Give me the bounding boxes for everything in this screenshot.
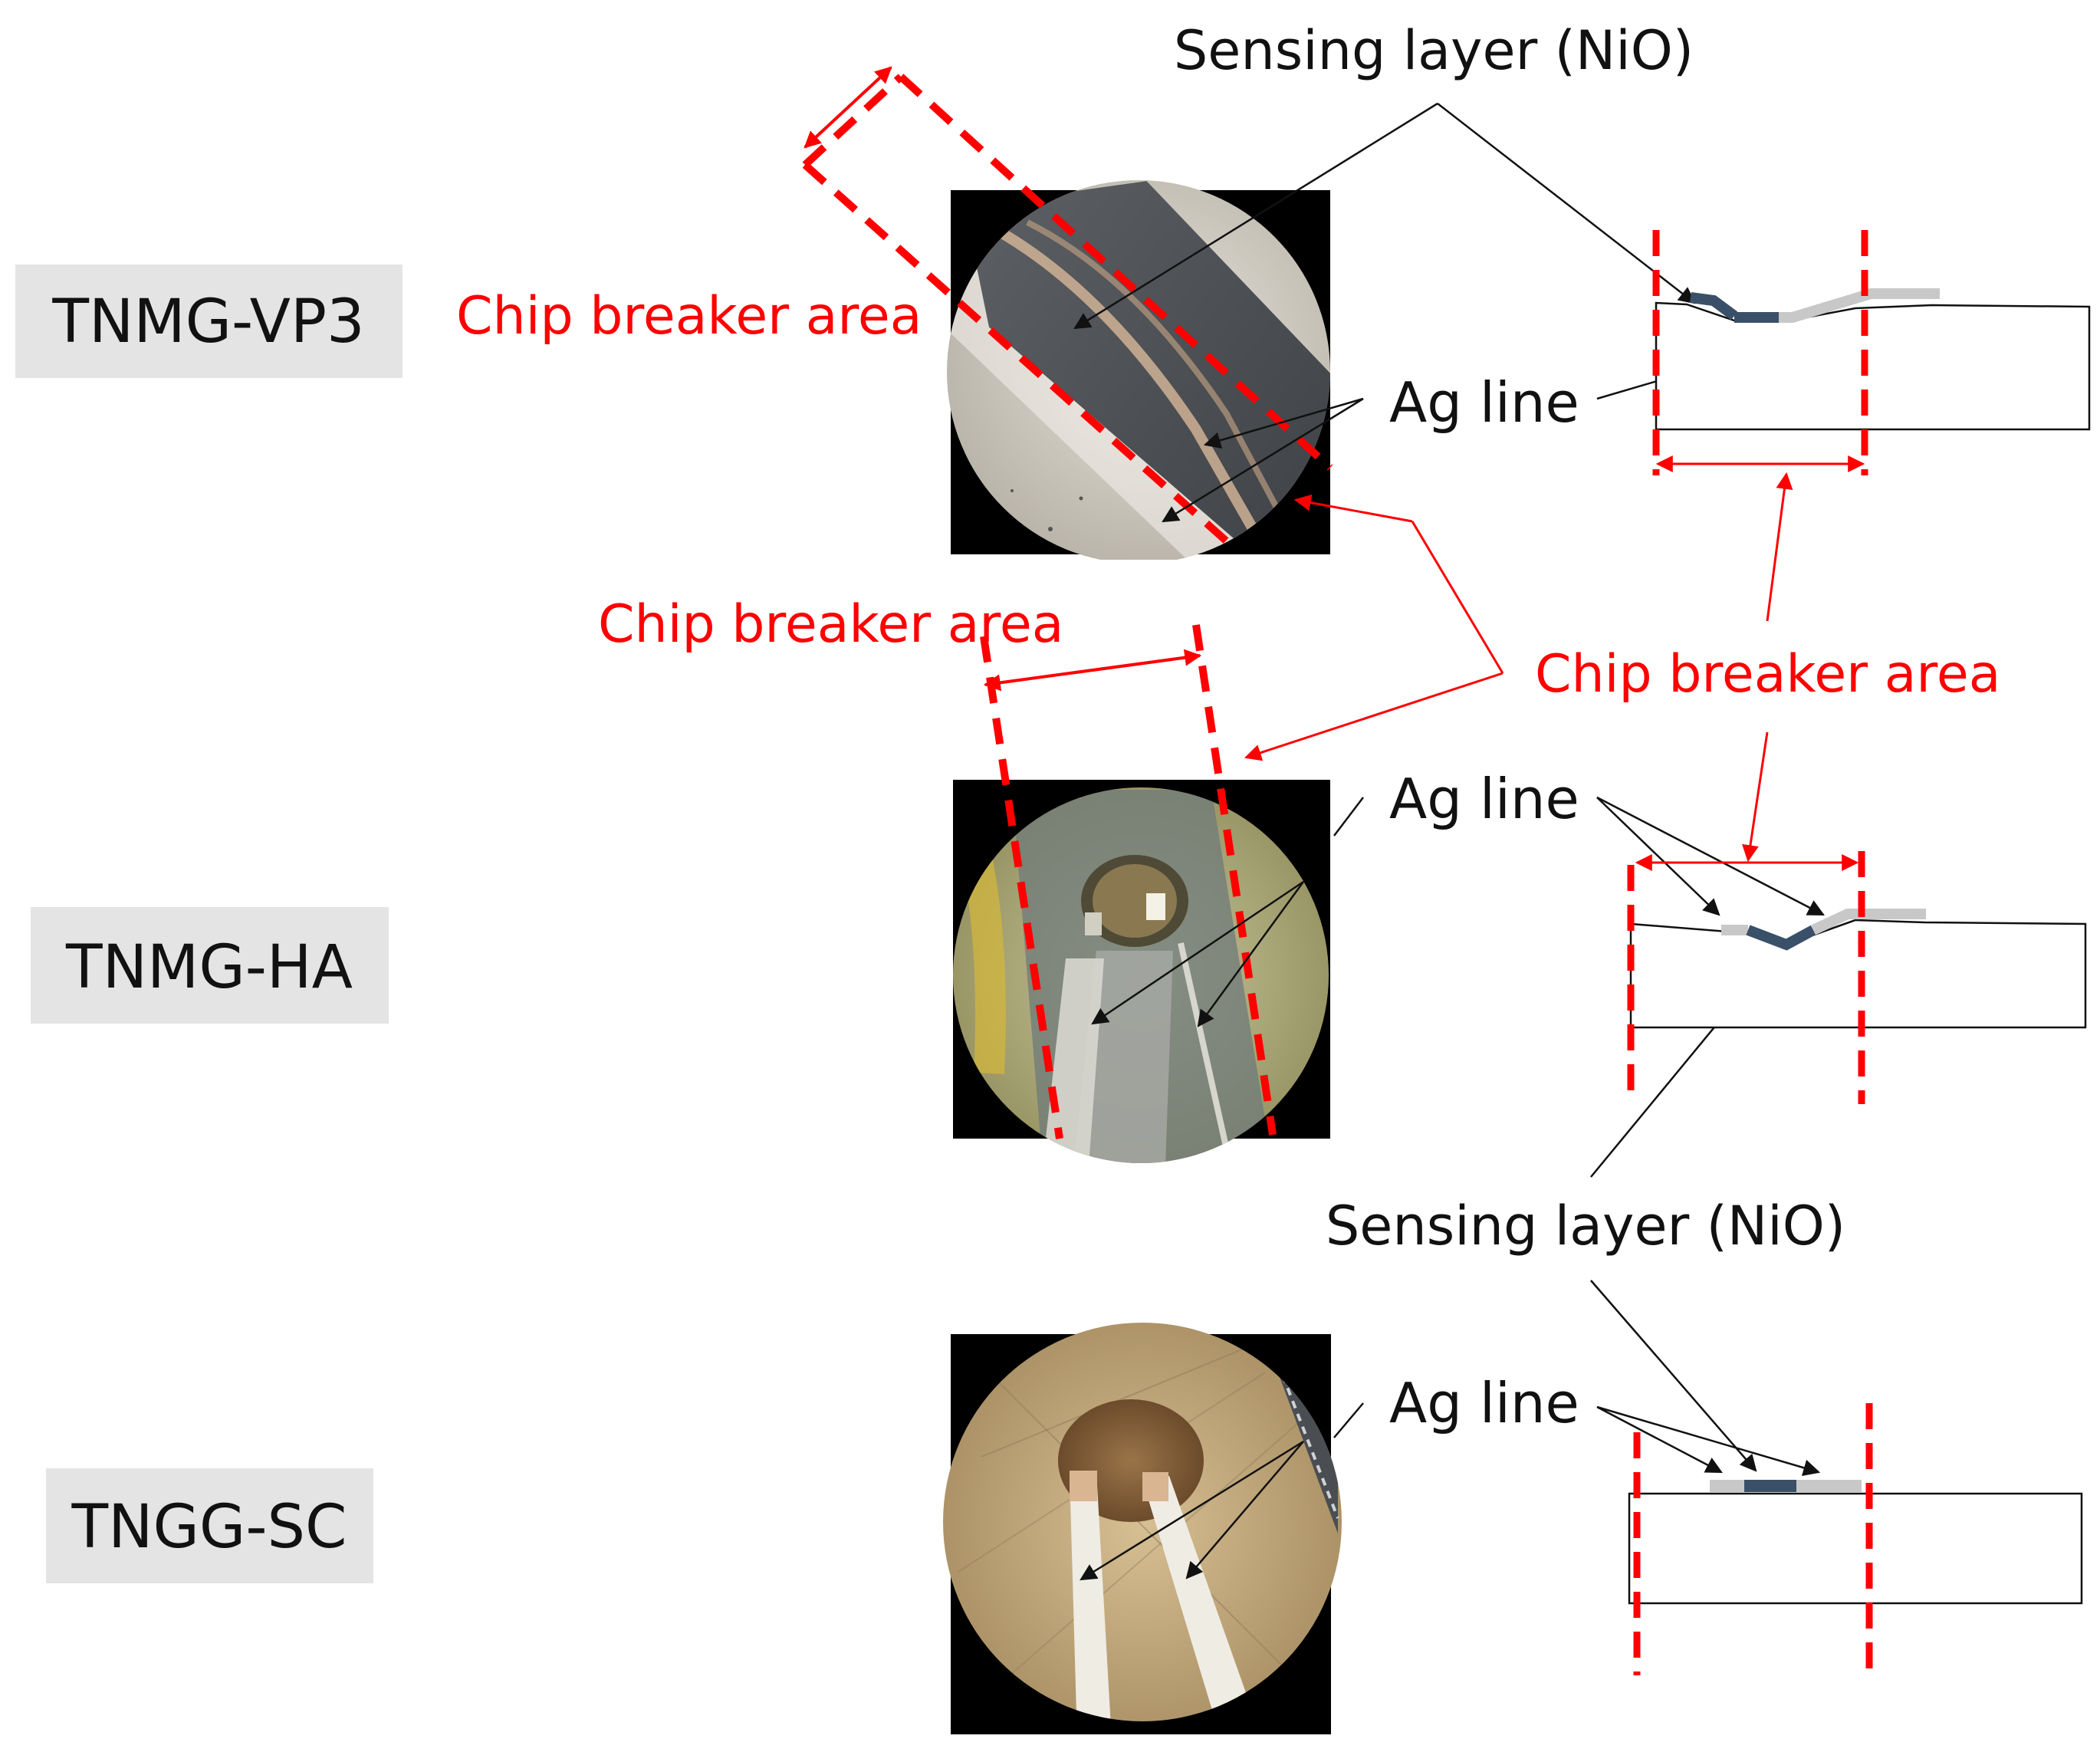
- chip-breaker-width-arrow-vp3: [804, 66, 892, 149]
- sensing-layer-pointer-bottom-sc: [1590, 1280, 1757, 1472]
- chip-breaker-width-arrow-ha: [983, 649, 1202, 692]
- micrograph-tnmg-ha: [953, 780, 1330, 1163]
- cross-section-tnmg-ha: [1627, 851, 2087, 1104]
- chip-breaker-pointers: [1244, 472, 1793, 863]
- ag-line-pointers-3: [1080, 1402, 1821, 1581]
- tool-name-tnmg-vp3: TNMG-VP3: [51, 288, 364, 357]
- tool-label-tngg-sc: TNGG-SC: [46, 1468, 373, 1583]
- micrograph-tnmg-vp3: [947, 180, 1330, 564]
- ag-line-label-3: Ag line: [1389, 1371, 1579, 1435]
- cross-section-tngg-sc: [1628, 1403, 2083, 1675]
- tool-label-tnmg-vp3: TNMG-VP3: [15, 265, 403, 378]
- ag-line-label-2: Ag line: [1389, 767, 1579, 831]
- ag-line-label-1: Ag line: [1389, 370, 1579, 435]
- sensing-layer-pointers-top: [1073, 102, 1696, 330]
- chip-breaker-label-vp3: Chip breaker area: [456, 286, 922, 347]
- tool-name-tngg-sc: TNGG-SC: [71, 1493, 347, 1562]
- tool-name-tnmg-ha: TNMG-HA: [65, 933, 353, 1002]
- chip-breaker-label-ha: Chip breaker area: [598, 594, 1063, 655]
- sensing-layer-label-bottom: Sensing layer (NiO): [1326, 1195, 1845, 1257]
- chip-breaker-label-right: Chip breaker area: [1535, 644, 2000, 705]
- micrograph-tngg-sc: [943, 1323, 1342, 1734]
- tool-label-tnmg-ha: TNMG-HA: [31, 907, 389, 1024]
- cross-section-tnmg-vp3: [1652, 230, 2091, 475]
- chip-breaker-box-ha: [980, 624, 1277, 1139]
- sensing-layer-label-top: Sensing layer (NiO): [1174, 19, 1694, 82]
